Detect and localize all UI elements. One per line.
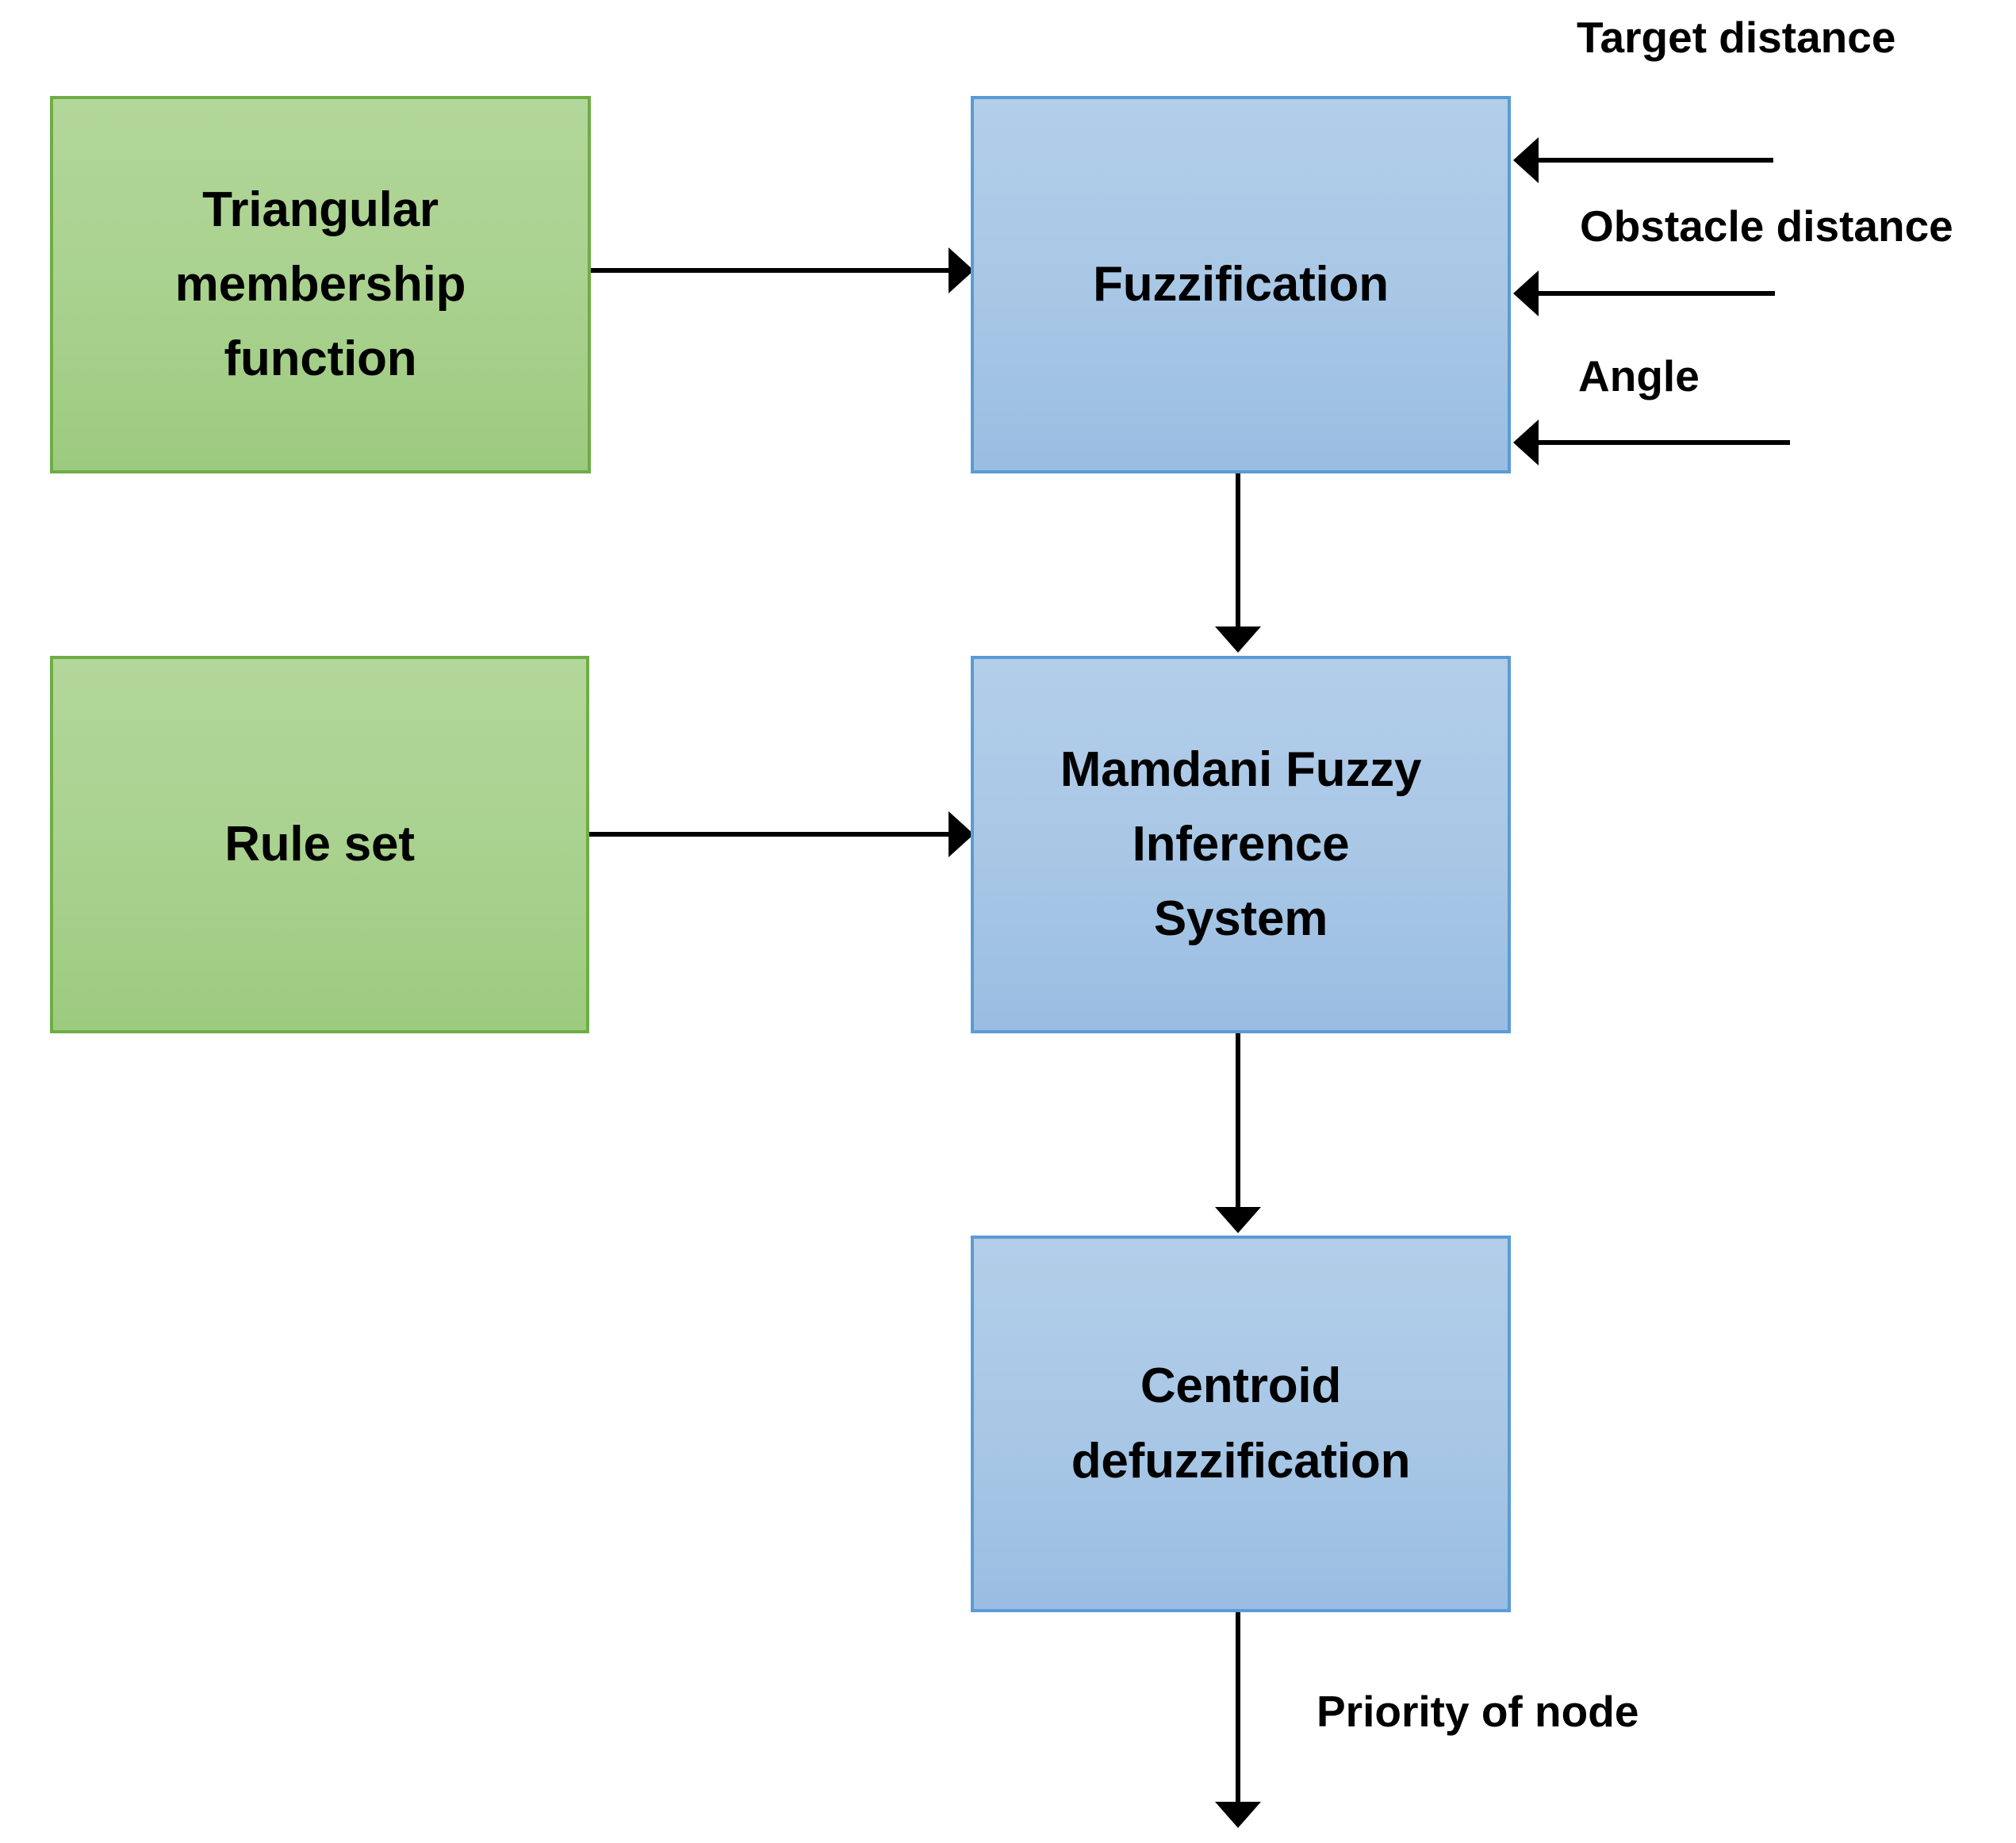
node-label-mamdani-fuzzy-inference-system: Mamdani Fuzzy Inference System xyxy=(1060,741,1422,947)
node-mamdani-fuzzy-inference-system[interactable]: Mamdani Fuzzy Inference System xyxy=(971,656,1511,1033)
edge-target-distance-input xyxy=(1513,137,1773,183)
edge-obstacle-distance-input xyxy=(1513,270,1775,316)
node-label-fuzzification: Fuzzification xyxy=(1093,256,1389,312)
edge-ruleset-to-mamdani xyxy=(588,811,974,857)
node-triangular-membership-function[interactable]: Triangular membership function xyxy=(50,96,591,473)
node-rule-set[interactable]: Rule set xyxy=(50,656,589,1033)
edge-label-angle: Angle xyxy=(1578,351,1700,400)
edge-membership-to-fuzzification xyxy=(588,247,974,293)
node-label-centroid-defuzzification: Centroid defuzzification xyxy=(1071,1358,1411,1489)
edge-centroid-output xyxy=(1215,1612,1261,1828)
edge-angle-input xyxy=(1513,420,1790,466)
edge-label-priority-of-node: Priority of node xyxy=(1317,1687,1639,1736)
edge-fuzzification-to-mamdani xyxy=(1215,473,1261,653)
edge-label-obstacle-distance: Obstacle distance xyxy=(1580,201,1953,251)
edge-label-target-distance: Target distance xyxy=(1577,13,1896,62)
node-label-triangular-membership-function: Triangular membership function xyxy=(174,182,466,387)
node-label-rule-set: Rule set xyxy=(224,816,415,872)
node-fuzzification[interactable]: Fuzzification xyxy=(971,96,1511,473)
node-centroid-defuzzification[interactable]: Centroid defuzzification xyxy=(971,1236,1511,1612)
edge-mamdani-to-centroid xyxy=(1215,1033,1261,1233)
